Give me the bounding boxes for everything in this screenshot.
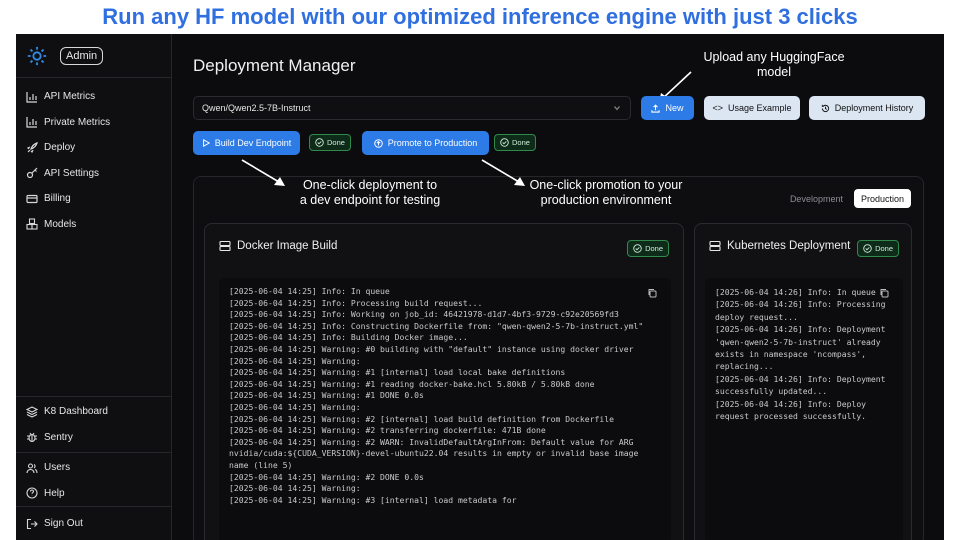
done-label: Done — [875, 244, 893, 253]
sidebar-item-label: Help — [44, 487, 65, 499]
sidebar-item-label: Deploy — [44, 142, 76, 154]
k8s-status-badge: Done — [857, 240, 899, 257]
done-label: Done — [327, 138, 345, 147]
sidebar-item-k8-dashboard[interactable]: K8 Dashboard — [16, 399, 172, 425]
sidebar-bottom-group-2: Users Help — [16, 452, 172, 506]
circle-arrow-up-icon — [373, 138, 383, 148]
bar-chart-icon — [26, 116, 38, 128]
new-button-label: New — [665, 103, 684, 113]
usage-example-button[interactable]: <> Usage Example — [704, 96, 800, 120]
deployment-history-label: Deployment History — [834, 103, 914, 113]
sidebar-item-label: Users — [44, 462, 71, 474]
sidebar-header: Admin — [16, 34, 171, 78]
key-icon — [26, 167, 38, 179]
copy-icon[interactable] — [647, 288, 657, 298]
annotation-arrow-icon — [241, 159, 285, 186]
users-icon — [26, 462, 38, 474]
check-circle-icon — [633, 244, 642, 253]
done-label: Done — [512, 138, 530, 147]
tab-development[interactable]: Development — [789, 193, 843, 204]
docker-build-log: [2025-06-04 14:25] Info: In queue [2025-… — [219, 278, 671, 540]
admin-badge[interactable]: Admin — [60, 46, 104, 65]
sidebar-item-label: Billing — [44, 193, 71, 205]
done-label: Done — [645, 244, 663, 253]
promote-to-production-button[interactable]: Promote to Production — [362, 131, 489, 155]
promote-status-badge: Done — [494, 134, 536, 151]
sidebar-item-deploy[interactable]: Deploy — [16, 135, 171, 161]
docker-build-card: Docker Image Build Done [2025-06-04 14:2… — [204, 223, 684, 540]
tab-production[interactable]: Production — [853, 189, 911, 208]
layers-icon — [26, 406, 38, 418]
sidebar-item-billing[interactable]: Billing — [16, 186, 171, 212]
deployment-panel: Development Production Docker Image Buil… — [193, 176, 924, 540]
gear-logo-icon — [27, 46, 47, 65]
deployment-history-button[interactable]: Deployment History — [809, 96, 925, 120]
server-icon — [219, 240, 231, 252]
page-title: Deployment Manager — [193, 56, 356, 75]
promote-to-production-label: Promote to Production — [387, 138, 478, 148]
sidebar-nav: API Metrics Private Metrics Deploy API S… — [16, 78, 171, 237]
help-circle-icon — [26, 487, 38, 499]
boxes-icon — [26, 218, 38, 230]
check-circle-icon — [500, 138, 509, 147]
play-icon — [202, 139, 210, 147]
chevron-down-icon — [614, 106, 620, 111]
sidebar-bottom-group-3: Sign Out — [16, 506, 172, 537]
build-dev-endpoint-label: Build Dev Endpoint — [214, 138, 292, 148]
copy-icon[interactable] — [879, 288, 889, 298]
sidebar-item-label: Sign Out — [44, 518, 83, 530]
sidebar-item-sign-out[interactable]: Sign Out — [16, 511, 172, 537]
bar-chart-icon — [26, 91, 38, 103]
sidebar-item-label: Models — [44, 218, 77, 230]
annotation-upload: Upload any HuggingFace model — [703, 50, 845, 79]
annotation-dev: One-click deployment to a dev endpoint f… — [299, 178, 441, 207]
history-icon — [821, 104, 829, 112]
sidebar-item-label: Sentry — [44, 431, 73, 443]
build-dev-endpoint-button[interactable]: Build Dev Endpoint — [193, 131, 300, 155]
sidebar-item-sentry[interactable]: Sentry — [16, 425, 172, 451]
annotation-arrow-icon — [481, 159, 525, 186]
sidebar-item-help[interactable]: Help — [16, 481, 172, 507]
k8s-card-header: Kubernetes Deployment — [709, 240, 850, 252]
build-status-badge: Done — [309, 134, 351, 151]
k8s-deploy-log: [2025-06-04 14:26] Info: In queue [2025-… — [705, 278, 903, 540]
sidebar-item-label: Private Metrics — [44, 116, 111, 128]
sidebar-bottom-group-1: K8 Dashboard Sentry — [16, 396, 172, 450]
sidebar-item-label: API Settings — [44, 167, 100, 179]
new-button[interactable]: New — [641, 96, 694, 120]
model-select[interactable]: Qwen/Qwen2.5-7B-Instruct — [193, 96, 631, 120]
check-circle-icon — [315, 138, 324, 147]
sidebar-item-api-metrics[interactable]: API Metrics — [16, 84, 171, 110]
environment-toggle: Development Production — [783, 189, 911, 208]
main-content: Deployment Manager Upload any HuggingFac… — [173, 34, 944, 540]
app-window: Admin API Metrics Private Metrics Deploy… — [16, 34, 944, 540]
server-icon — [709, 240, 721, 252]
sidebar-item-private-metrics[interactable]: Private Metrics — [16, 110, 171, 136]
sidebar-item-users[interactable]: Users — [16, 455, 172, 481]
kubernetes-deployment-card: Kubernetes Deployment Done [2025-06-04 1… — [694, 223, 912, 540]
docker-status-badge: Done — [627, 240, 669, 257]
sidebar: Admin API Metrics Private Metrics Deploy… — [16, 34, 172, 540]
bug-icon — [26, 431, 38, 443]
upload-icon — [651, 103, 661, 113]
sidebar-item-api-settings[interactable]: API Settings — [16, 161, 171, 187]
docker-card-title: Docker Image Build — [237, 240, 338, 252]
credit-card-icon — [26, 193, 38, 205]
code-icon: <> — [712, 103, 723, 113]
sign-out-icon — [26, 518, 38, 530]
banner-headline: Run any HF model with our optimized infe… — [102, 4, 858, 29]
annotation-prod: One-click promotion to your production e… — [529, 178, 683, 207]
check-circle-icon — [863, 244, 872, 253]
rocket-icon — [26, 141, 38, 154]
sidebar-item-label: API Metrics — [44, 91, 96, 103]
sidebar-item-models[interactable]: Models — [16, 212, 171, 238]
sidebar-item-label: K8 Dashboard — [44, 406, 108, 418]
model-select-value: Qwen/Qwen2.5-7B-Instruct — [202, 103, 311, 113]
docker-card-header: Docker Image Build — [219, 240, 337, 252]
usage-example-label: Usage Example — [727, 103, 792, 113]
k8s-card-title: Kubernetes Deployment — [727, 240, 851, 252]
